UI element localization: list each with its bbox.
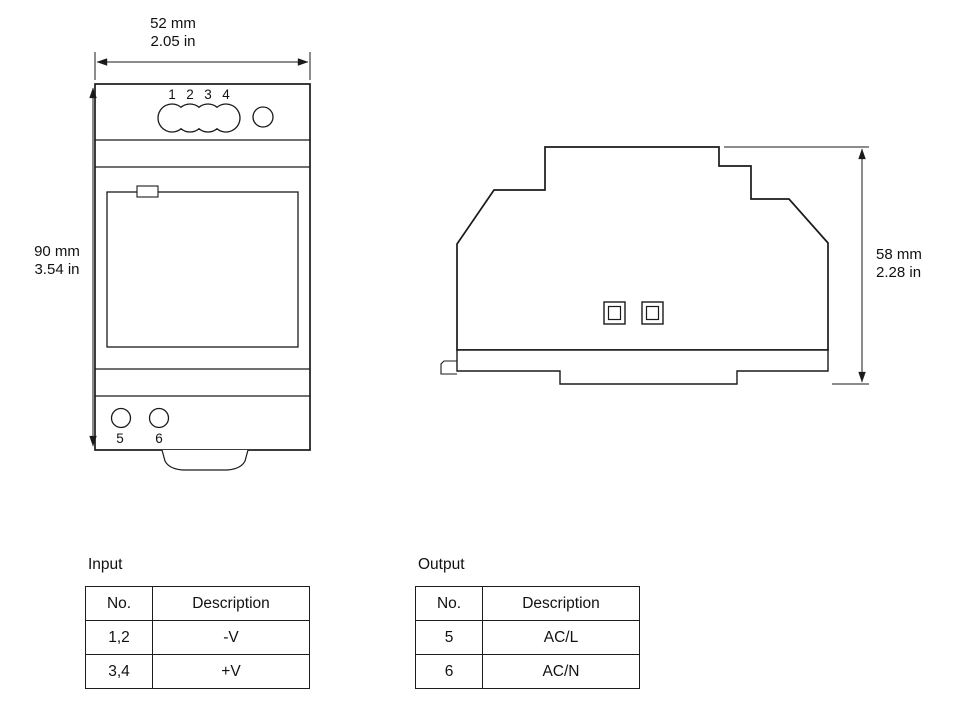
- din-latch-tab: [440, 360, 457, 375]
- front-label-window: [106, 191, 299, 348]
- input-row1-description: -V: [152, 620, 310, 655]
- terminal-number-4: 4: [222, 87, 230, 102]
- side-terminal-screw-2-inner: [645, 305, 660, 321]
- bottom-terminal-6: [148, 407, 170, 429]
- input-table: No. Description 1,2 -V 3,4 +V: [85, 586, 310, 689]
- input-table-title: Input: [88, 556, 123, 573]
- side-terminal-screw-2: [641, 301, 664, 325]
- input-table-header-row: No. Description: [85, 586, 310, 621]
- input-row2-description: +V: [152, 654, 310, 689]
- table-row: 1,2 -V: [85, 620, 310, 655]
- side-body-outline: [456, 146, 829, 351]
- side-dimension-labels: 58 mm 2.28 in: [876, 246, 922, 281]
- side-view-drawing: [440, 146, 829, 385]
- terminal-number-3: 3: [204, 87, 212, 102]
- output-table-title: Output: [418, 556, 465, 573]
- led-window: [136, 185, 159, 198]
- side-terminal-screw-1: [603, 301, 626, 325]
- height-dimension-mm: 90 mm: [34, 243, 80, 260]
- input-row2-no: 3,4: [85, 654, 153, 689]
- output-row2-no: 6: [415, 654, 483, 689]
- side-dimensions: [724, 146, 869, 385]
- top-terminal-block: [157, 103, 241, 133]
- output-row1-no: 5: [415, 620, 483, 655]
- height-dimension-in: 3.54 in: [34, 261, 79, 278]
- terminal-number-1: 1: [168, 87, 176, 102]
- front-dimension-labels: 52 mm 2.05 in 90 mm 3.54 in: [34, 15, 196, 278]
- terminal-number-2: 2: [186, 87, 194, 102]
- bottom-terminal-5: [110, 407, 132, 429]
- side-base-rail-section: [456, 349, 829, 385]
- output-table-header-row: No. Description: [415, 586, 640, 621]
- input-row1-no: 1,2: [85, 620, 153, 655]
- output-row2-description: AC/N: [482, 654, 640, 689]
- depth-dimension-mm: 58 mm: [876, 246, 922, 263]
- table-row: 3,4 +V: [85, 654, 310, 689]
- side-terminal-screw-1-inner: [607, 305, 622, 321]
- input-header-description: Description: [152, 586, 310, 621]
- table-row: 6 AC/N: [415, 654, 640, 689]
- table-row: 5 AC/L: [415, 620, 640, 655]
- front-terminal-labels: 1 2 3 4 5 6: [116, 87, 230, 446]
- output-table: No. Description 5 AC/L 6 AC/N: [415, 586, 640, 689]
- width-dimension-in: 2.05 in: [150, 33, 195, 50]
- input-table-block: Input No. Description 1,2 -V 3,4 +V: [85, 556, 310, 689]
- top-terminal-screw: [252, 106, 274, 128]
- output-table-block: Output No. Description 5 AC/L 6 AC/N: [415, 556, 640, 689]
- input-header-no: No.: [85, 586, 153, 621]
- width-dimension-mm: 52 mm: [150, 15, 196, 32]
- output-row1-description: AC/L: [482, 620, 640, 655]
- front-dimensions: [89, 52, 311, 447]
- front-view-drawing: [94, 83, 311, 471]
- din-rail-clip: [161, 449, 249, 471]
- depth-dimension-in: 2.28 in: [876, 264, 921, 281]
- terminal-number-6: 6: [155, 431, 163, 446]
- output-header-description: Description: [482, 586, 640, 621]
- terminal-number-5: 5: [116, 431, 124, 446]
- output-header-no: No.: [415, 586, 483, 621]
- front-body-outline: [94, 83, 311, 451]
